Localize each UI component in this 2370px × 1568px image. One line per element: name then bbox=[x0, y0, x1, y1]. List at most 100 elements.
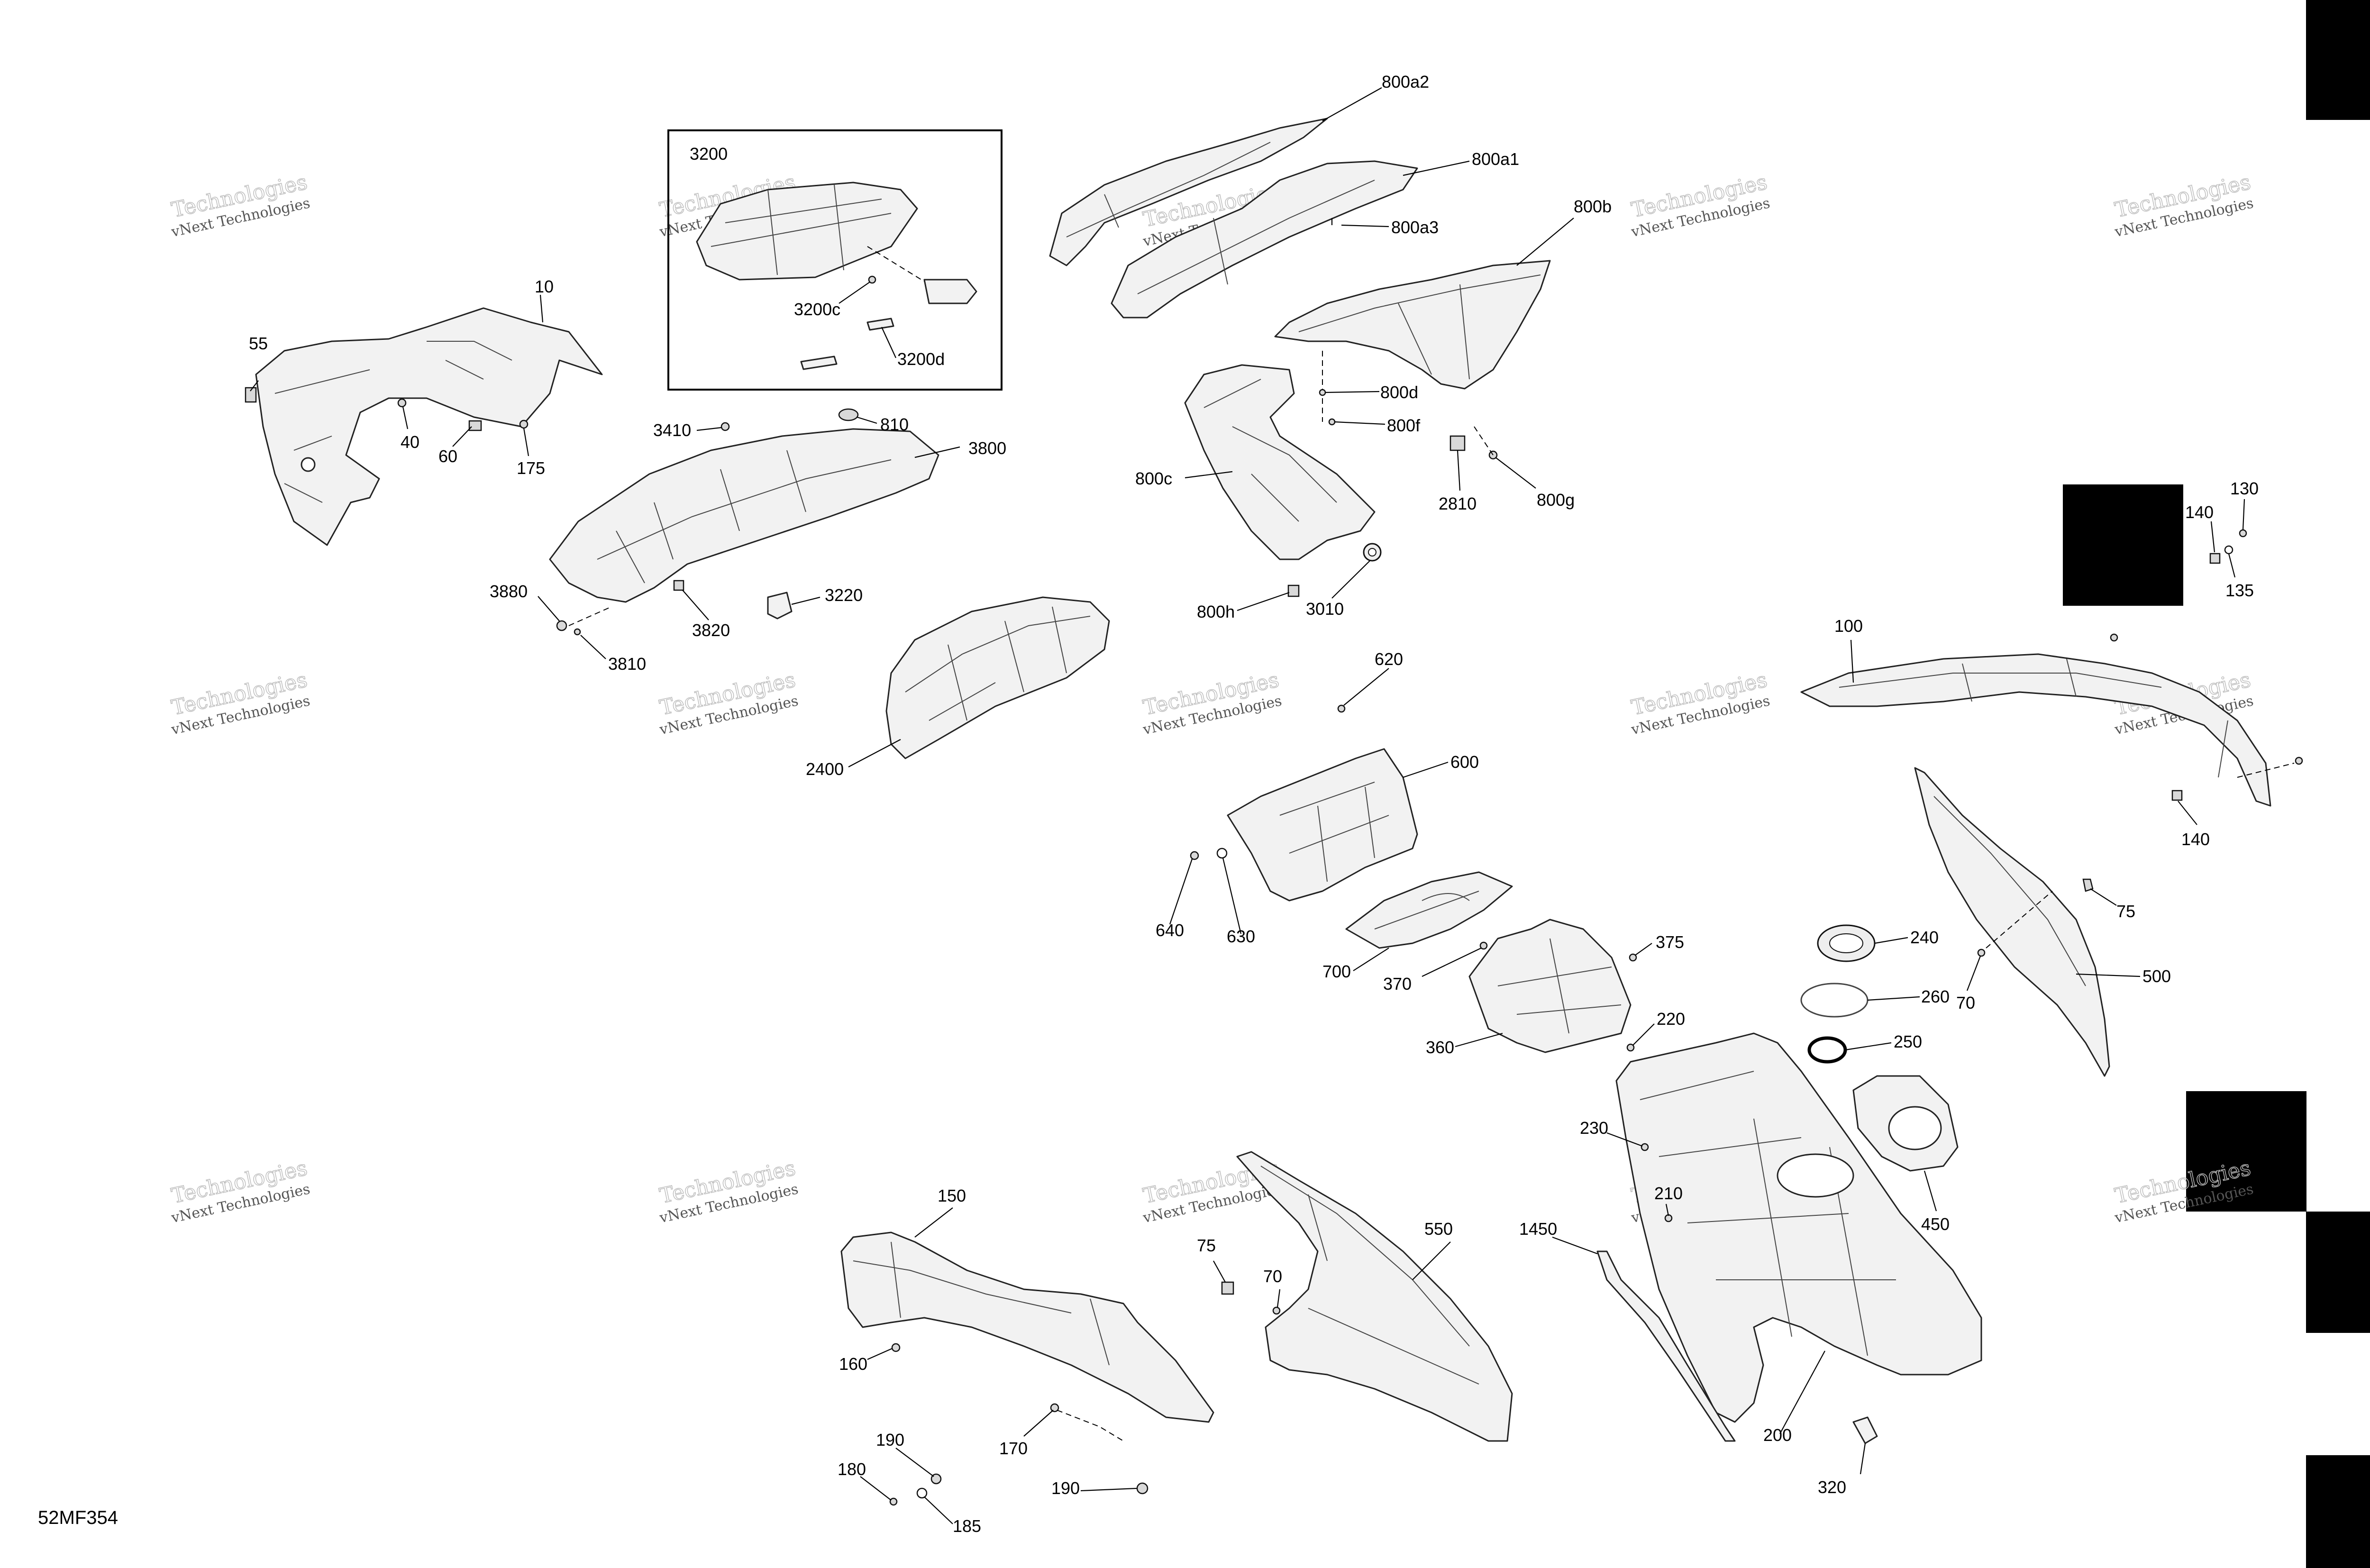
callout-210: 210 bbox=[1654, 1184, 1683, 1203]
callout-600: 600 bbox=[1450, 752, 1479, 772]
part-200-cupholder bbox=[1777, 1153, 1854, 1198]
leader-100 bbox=[1850, 639, 1854, 683]
part-630-washer bbox=[1216, 848, 1228, 859]
leader-75b bbox=[1213, 1260, 1226, 1283]
callout-3880: 3880 bbox=[490, 582, 528, 601]
part-230-screw bbox=[1641, 1143, 1649, 1151]
leader-800g bbox=[1495, 457, 1536, 489]
leader-70a bbox=[1966, 956, 1981, 991]
part-370-screw bbox=[1479, 941, 1488, 950]
part-800a1-detail bbox=[1137, 180, 1375, 294]
callout-70a: 70 bbox=[1956, 993, 1975, 1012]
callout-180: 180 bbox=[838, 1459, 866, 1479]
part-3010-grommet-inner bbox=[1368, 548, 1376, 556]
leader-800a3 bbox=[1341, 224, 1389, 228]
part-3200-cover bbox=[696, 182, 918, 281]
callout-60: 60 bbox=[438, 447, 457, 466]
part-550-group bbox=[1221, 1151, 1513, 1442]
callout-185: 185 bbox=[953, 1516, 981, 1536]
callout-260: 260 bbox=[1921, 987, 1950, 1006]
part-3200d-strip-2 bbox=[800, 356, 838, 370]
part-600 bbox=[1227, 748, 1418, 902]
part-60-clip bbox=[468, 420, 482, 431]
dash-800g bbox=[1474, 426, 1494, 456]
leader-630 bbox=[1222, 857, 1242, 934]
part-360 bbox=[1468, 919, 1632, 1053]
callout-320: 320 bbox=[1818, 1477, 1846, 1497]
leader-800c bbox=[1185, 471, 1233, 479]
part-100 bbox=[1800, 653, 2271, 807]
part-40-screw bbox=[397, 398, 407, 408]
callout-170: 170 bbox=[999, 1439, 1028, 1458]
part-130-screw bbox=[2239, 529, 2247, 538]
leader-175 bbox=[523, 428, 529, 456]
part-150-group bbox=[840, 1231, 1214, 1506]
callout-800a1: 800a1 bbox=[1472, 149, 1519, 169]
leader-370 bbox=[1422, 948, 1482, 977]
callout-labels: 3200 800a2 800a1 800a3 800b 800d 800f 80… bbox=[38, 72, 2259, 1536]
part-3200d-strip-1 bbox=[866, 318, 894, 331]
part-140b-screw bbox=[2295, 757, 2303, 765]
leader-240 bbox=[1874, 937, 1908, 944]
leader-250 bbox=[1845, 1042, 1892, 1051]
part-600-detail bbox=[1279, 782, 1389, 882]
part-700-group bbox=[1345, 871, 1513, 950]
leader-620 bbox=[1343, 668, 1389, 706]
callout-800g: 800g bbox=[1537, 490, 1575, 510]
part-10-detail bbox=[274, 341, 512, 503]
part-175-screw bbox=[519, 419, 529, 429]
leader-185 bbox=[924, 1496, 953, 1524]
leader-220 bbox=[1632, 1023, 1655, 1046]
callout-800h: 800h bbox=[1197, 602, 1235, 621]
part-600-group bbox=[1190, 704, 1418, 902]
leader-180 bbox=[860, 1476, 892, 1501]
part-55-clip bbox=[245, 387, 257, 403]
callout-3810: 3810 bbox=[608, 654, 646, 674]
leader-135 bbox=[2228, 553, 2236, 578]
leader-190b bbox=[1080, 1487, 1137, 1492]
leader-60 bbox=[452, 426, 472, 447]
part-3200c-fastener bbox=[868, 275, 876, 284]
leader-320 bbox=[1860, 1443, 1866, 1475]
leader-70b bbox=[1276, 1289, 1281, 1308]
part-3200-latch bbox=[923, 279, 977, 304]
leader-170 bbox=[1023, 1410, 1054, 1437]
callout-620: 620 bbox=[1375, 649, 1403, 669]
doc-code: 52MF354 bbox=[38, 1507, 118, 1528]
part-2400 bbox=[885, 596, 1110, 759]
part-810-grommet bbox=[838, 408, 859, 421]
part-185-washer bbox=[916, 1487, 928, 1499]
part-3880-clip bbox=[556, 620, 567, 631]
part-100-detail bbox=[1839, 658, 2228, 778]
part-800a2-detail bbox=[1066, 142, 1271, 237]
part-3220-latch bbox=[767, 592, 793, 620]
part-10-hole bbox=[301, 457, 316, 472]
callout-370: 370 bbox=[1383, 974, 1412, 994]
callout-3220: 3220 bbox=[825, 585, 863, 605]
callout-2810: 2810 bbox=[1439, 494, 1477, 513]
callout-700: 700 bbox=[1322, 962, 1351, 981]
callout-150: 150 bbox=[938, 1186, 966, 1205]
leader-200 bbox=[1779, 1350, 1825, 1434]
part-800f-screw bbox=[1328, 418, 1336, 426]
dash-70a bbox=[1986, 891, 2053, 948]
part-240-cap-inner bbox=[1829, 933, 1863, 953]
part-170-screw bbox=[1050, 1403, 1059, 1413]
part-620-screw bbox=[1337, 704, 1346, 713]
page-edge-markers bbox=[2063, 0, 2370, 1568]
callout-3410: 3410 bbox=[653, 420, 691, 440]
callout-75b: 75 bbox=[1197, 1236, 1216, 1255]
part-220-screw bbox=[1626, 1043, 1635, 1052]
callout-135: 135 bbox=[2225, 581, 2254, 600]
dash-3200 bbox=[867, 246, 930, 285]
part-190b-nut bbox=[1136, 1482, 1149, 1495]
part-260-gasket bbox=[1800, 983, 1869, 1018]
callout-75a: 75 bbox=[2116, 902, 2135, 921]
part-700-detail bbox=[1374, 891, 1479, 930]
callout-630: 630 bbox=[1227, 927, 1255, 946]
leader-500 bbox=[2076, 973, 2141, 977]
part-800a1-group bbox=[1111, 160, 1418, 319]
